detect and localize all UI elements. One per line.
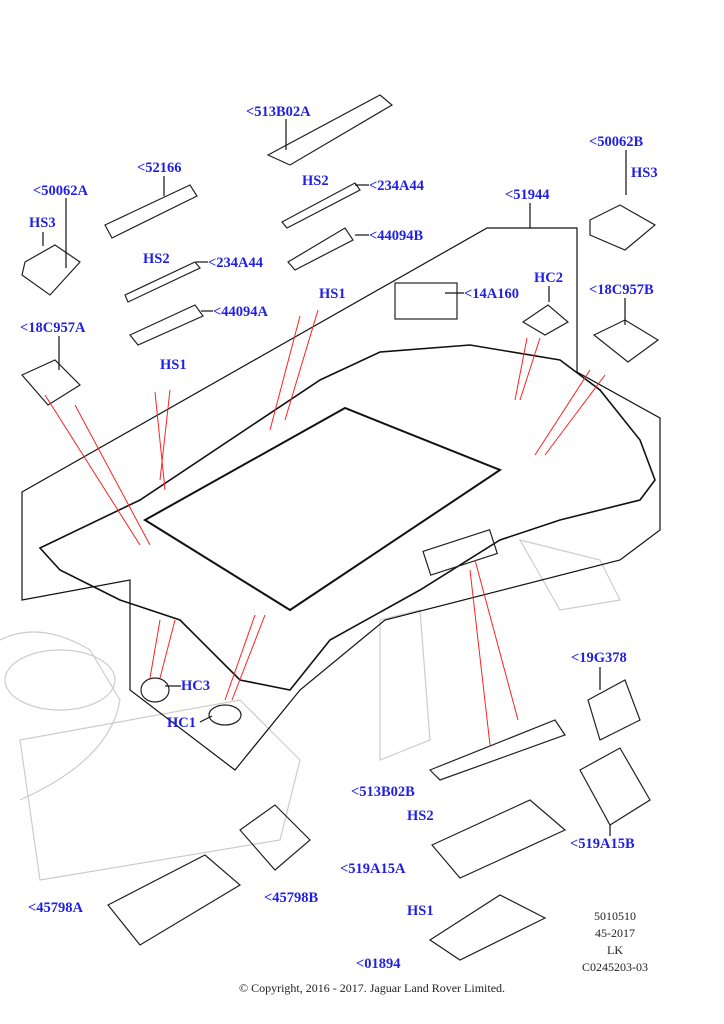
label-44094A: <44094A	[213, 304, 268, 320]
label-513B02B: <513B02B	[351, 784, 415, 800]
label-hs2-bottom: HS2	[407, 808, 434, 824]
part-513B02B-shape	[428, 719, 566, 781]
part-234A44-left-shape	[124, 261, 201, 303]
pad-rear	[422, 529, 499, 576]
label-hs2-left: HS2	[143, 251, 170, 267]
part-234A44-right-shape	[281, 182, 361, 229]
stamp-line: C0245203-03	[582, 960, 648, 974]
label-45798B: <45798B	[264, 890, 319, 906]
label-hs1-bottom: HS1	[407, 903, 434, 919]
part-18C957A-shape	[21, 359, 81, 406]
vehicle-ghost-outline	[0, 539, 621, 881]
label-hs1-right: HS1	[319, 286, 346, 302]
label-18C957A: <18C957A	[20, 320, 86, 336]
label-519A15B: <519A15B	[570, 836, 635, 852]
part-50062A-shape	[21, 244, 81, 296]
part-44094B-shape	[287, 227, 354, 271]
part-18C957B-shape	[592, 319, 660, 363]
label-hs3-right: HS3	[631, 165, 658, 181]
label-01894: <01894	[356, 956, 401, 972]
part-44094A-shape	[129, 304, 204, 346]
part-HC2-shape	[521, 304, 570, 336]
red-leader-lines	[44, 309, 606, 746]
part-HC3-shape	[140, 677, 170, 703]
stamp-line: LK	[607, 943, 623, 957]
drawing-reference-stamp: 5010510 45-2017 LK C0245203-03	[560, 908, 670, 976]
leader-lines	[42, 119, 627, 836]
part-513B02A-shape	[266, 94, 394, 166]
label-519A15A: <519A15A	[340, 861, 406, 877]
part-01894-shape	[428, 894, 547, 961]
label-52166: <52166	[137, 160, 182, 176]
label-51944: <51944	[505, 187, 550, 203]
part-45798B-shape	[239, 804, 311, 871]
headliner-51944	[38, 344, 656, 691]
label-50062A: <50062A	[33, 183, 88, 199]
part-14A160	[394, 282, 458, 320]
label-hc2: HC2	[534, 270, 563, 286]
part-519A15B-shape	[579, 747, 651, 826]
label-234A44-left: <234A44	[208, 255, 263, 271]
label-45798A: <45798A	[28, 900, 83, 916]
label-hc3: HC3	[181, 678, 210, 694]
label-50062B: <50062B	[589, 134, 644, 150]
label-44094B: <44094B	[369, 228, 424, 244]
part-HC1-shape	[208, 704, 242, 726]
label-hc1: HC1	[167, 715, 196, 731]
stamp-line: 45-2017	[595, 926, 635, 940]
part-19G378-shape	[587, 679, 641, 741]
part-50062B-shape	[589, 204, 657, 251]
label-hs1-left: HS1	[160, 357, 187, 373]
label-513B02A: <513B02A	[246, 104, 311, 120]
sunroof-opening	[143, 406, 503, 612]
label-18C957B: <18C957B	[589, 282, 654, 298]
part-519A15A-shape	[431, 799, 567, 879]
label-19G378: <19G378	[571, 650, 627, 666]
label-234A44-right: <234A44	[369, 178, 424, 194]
part-45798A-shape	[107, 854, 242, 946]
label-hs2-right: HS2	[302, 173, 329, 189]
label-hs3-left: HS3	[29, 215, 56, 231]
label-14A160: <14A160	[464, 286, 519, 302]
part-52166-shape	[104, 184, 198, 239]
copyright-notice: © Copyright, 2016 - 2017. Jaguar Land Ro…	[238, 981, 506, 995]
headliner-frame	[21, 227, 661, 771]
stamp-line: 5010510	[594, 909, 636, 923]
